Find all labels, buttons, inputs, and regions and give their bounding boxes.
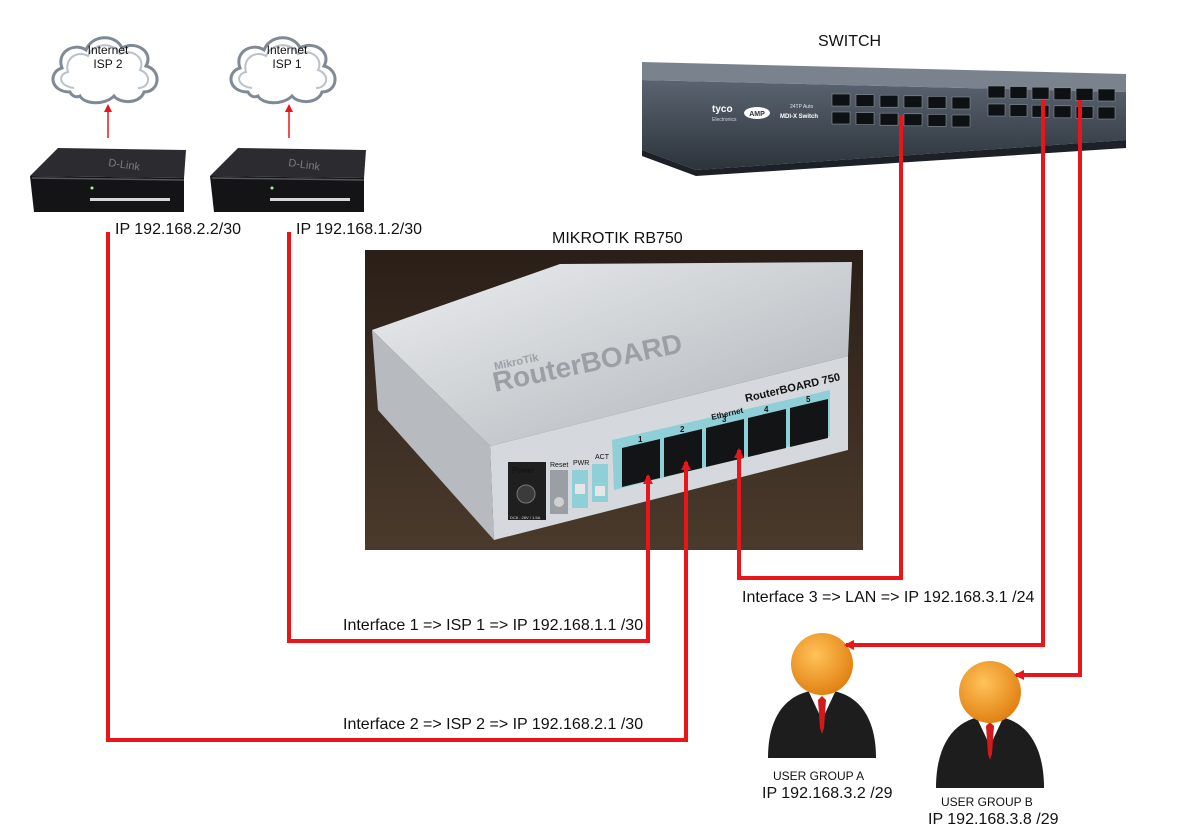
cloud-isp2-icon <box>51 36 159 105</box>
switch-port <box>831 111 851 125</box>
router-port-number: 2 <box>680 425 685 434</box>
cloud-isp1-line1: Internet <box>266 43 308 57</box>
switch-model-line1: 24TP Auto <box>790 104 813 110</box>
switch-port <box>951 114 971 128</box>
switch-port <box>1053 87 1072 101</box>
modem-isp2-ip: IP 192.168.2.2/30 <box>115 221 242 238</box>
user-group-b-name: USER GROUP B <box>941 795 1033 809</box>
link-isp1-to-port1 <box>287 232 653 643</box>
switch-port <box>1097 106 1116 120</box>
switch-port <box>903 113 923 127</box>
switch-port <box>1053 105 1072 119</box>
modem-isp1-icon: D-Link <box>210 148 366 212</box>
switch-port <box>1009 86 1028 99</box>
cloud-isp1-icon <box>229 36 337 105</box>
router-act-label: ACT <box>595 454 610 461</box>
interface1-label: Interface 1 => ISP 1 => IP 192.168.1.1 /… <box>343 617 644 634</box>
switch-port <box>831 93 851 107</box>
switch-port <box>987 85 1006 99</box>
switch-brand-sub: Electronics <box>712 117 737 123</box>
link-switch-to-group-b <box>1014 100 1082 680</box>
user-group-a-icon <box>768 633 876 758</box>
router-port-number: 3 <box>722 415 727 424</box>
switch-port <box>1075 88 1094 101</box>
router-port-number: 1 <box>638 435 643 444</box>
router-reset-label: Reset <box>550 462 568 469</box>
router-port-number: 4 <box>764 405 769 414</box>
link-switch-to-group-a <box>844 100 1045 650</box>
switch-port <box>879 112 899 126</box>
modem-isp1-ip: IP 192.168.1.2/30 <box>296 221 423 238</box>
switch-title: SWITCH <box>818 33 882 50</box>
switch-port <box>1031 104 1050 118</box>
switch-model-line2: MDI-X Switch <box>780 114 818 120</box>
switch-port <box>1031 86 1050 100</box>
user-group-a-ip: IP 192.168.3.2 /29 <box>762 785 893 802</box>
interface2-label: Interface 2 => ISP 2 => IP 192.168.2.1 /… <box>343 716 644 733</box>
router-power-label: Power <box>512 466 535 475</box>
switch-port <box>879 94 899 108</box>
router-ethernet-port <box>664 429 702 477</box>
switch-logo: AMP <box>749 111 765 118</box>
cloud-isp1-label: Internet ISP 1 <box>252 43 322 71</box>
switch-brand: tyco <box>712 104 733 115</box>
router-title: MIKROTIK RB750 <box>552 230 683 247</box>
interface3-label: Interface 3 => LAN => IP 192.168.3.1 /24 <box>742 589 1035 606</box>
modem-isp2-icon: D-Link <box>30 148 186 212</box>
user-group-a-name: USER GROUP A <box>773 769 865 783</box>
switch-port-block-left <box>831 93 971 128</box>
cloud-isp1-line2: ISP 1 <box>272 57 302 71</box>
cloud-isp2-line2: ISP 2 <box>93 57 123 71</box>
link-switch-to-port3 <box>734 115 903 580</box>
user-group-b-ip: IP 192.168.3.8 /29 <box>928 811 1059 828</box>
cloud-isp2-line1: Internet <box>87 43 129 57</box>
router-ethernet-port <box>748 409 786 457</box>
user-group-b-icon <box>936 661 1044 788</box>
switch-port <box>927 96 947 109</box>
router-port-number: 5 <box>806 395 811 404</box>
switch-port <box>951 96 971 110</box>
modem-isp1-brand: D-Link <box>288 157 322 173</box>
cloud-isp2-label: Internet ISP 2 <box>73 43 143 71</box>
router-pwr-label: PWR <box>573 460 589 467</box>
modem-isp2-brand: D-Link <box>108 157 142 173</box>
switch-port <box>1009 104 1028 117</box>
switch-port <box>855 94 875 107</box>
switch-port <box>1097 88 1116 102</box>
switch-port <box>927 114 947 127</box>
router-ethernet-port <box>790 399 828 447</box>
link-isp2-to-port2 <box>106 232 691 742</box>
switch-port <box>987 103 1006 117</box>
switch-port <box>855 112 875 125</box>
switch-port <box>903 95 923 109</box>
switch-icon: tyco Electronics AMP 24TP Auto MDI-X Swi… <box>642 62 1126 176</box>
router-dc-label: DC8 - 28V / 1.5A <box>510 515 541 520</box>
